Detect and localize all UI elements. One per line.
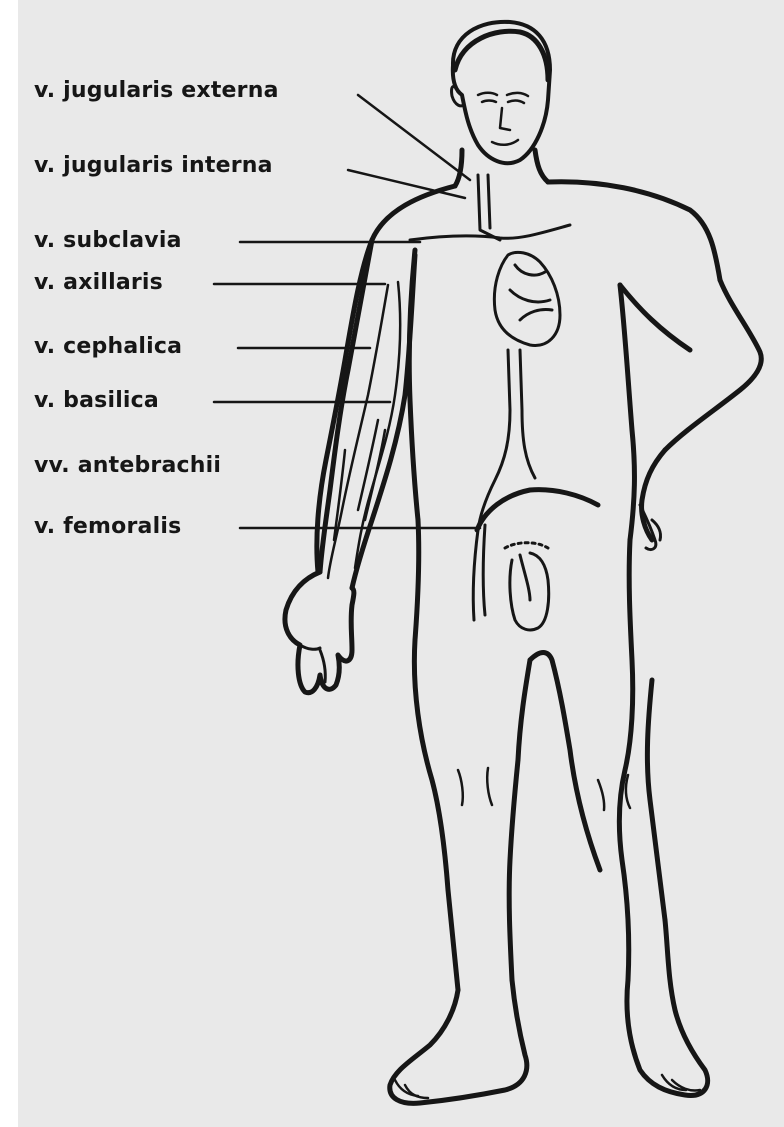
central-veins <box>410 175 570 620</box>
label-basilica: v. basilica <box>34 390 159 412</box>
knees <box>458 768 630 810</box>
label-antebrachii: vv. antebrachii <box>34 455 221 477</box>
left-arm <box>285 240 415 693</box>
label-axillaris: v. axillaris <box>34 272 163 294</box>
label-jugularis-externa: v. jugularis externa <box>34 80 279 102</box>
heart <box>494 252 560 345</box>
label-femoralis: v. femoralis <box>34 516 181 538</box>
label-jugularis-interna: v. jugularis interna <box>34 155 273 177</box>
label-subclavia: v. subclavia <box>34 230 182 252</box>
label-cephalica: v. cephalica <box>34 336 182 358</box>
head <box>452 22 550 163</box>
face <box>478 93 528 145</box>
genitals <box>505 543 549 630</box>
